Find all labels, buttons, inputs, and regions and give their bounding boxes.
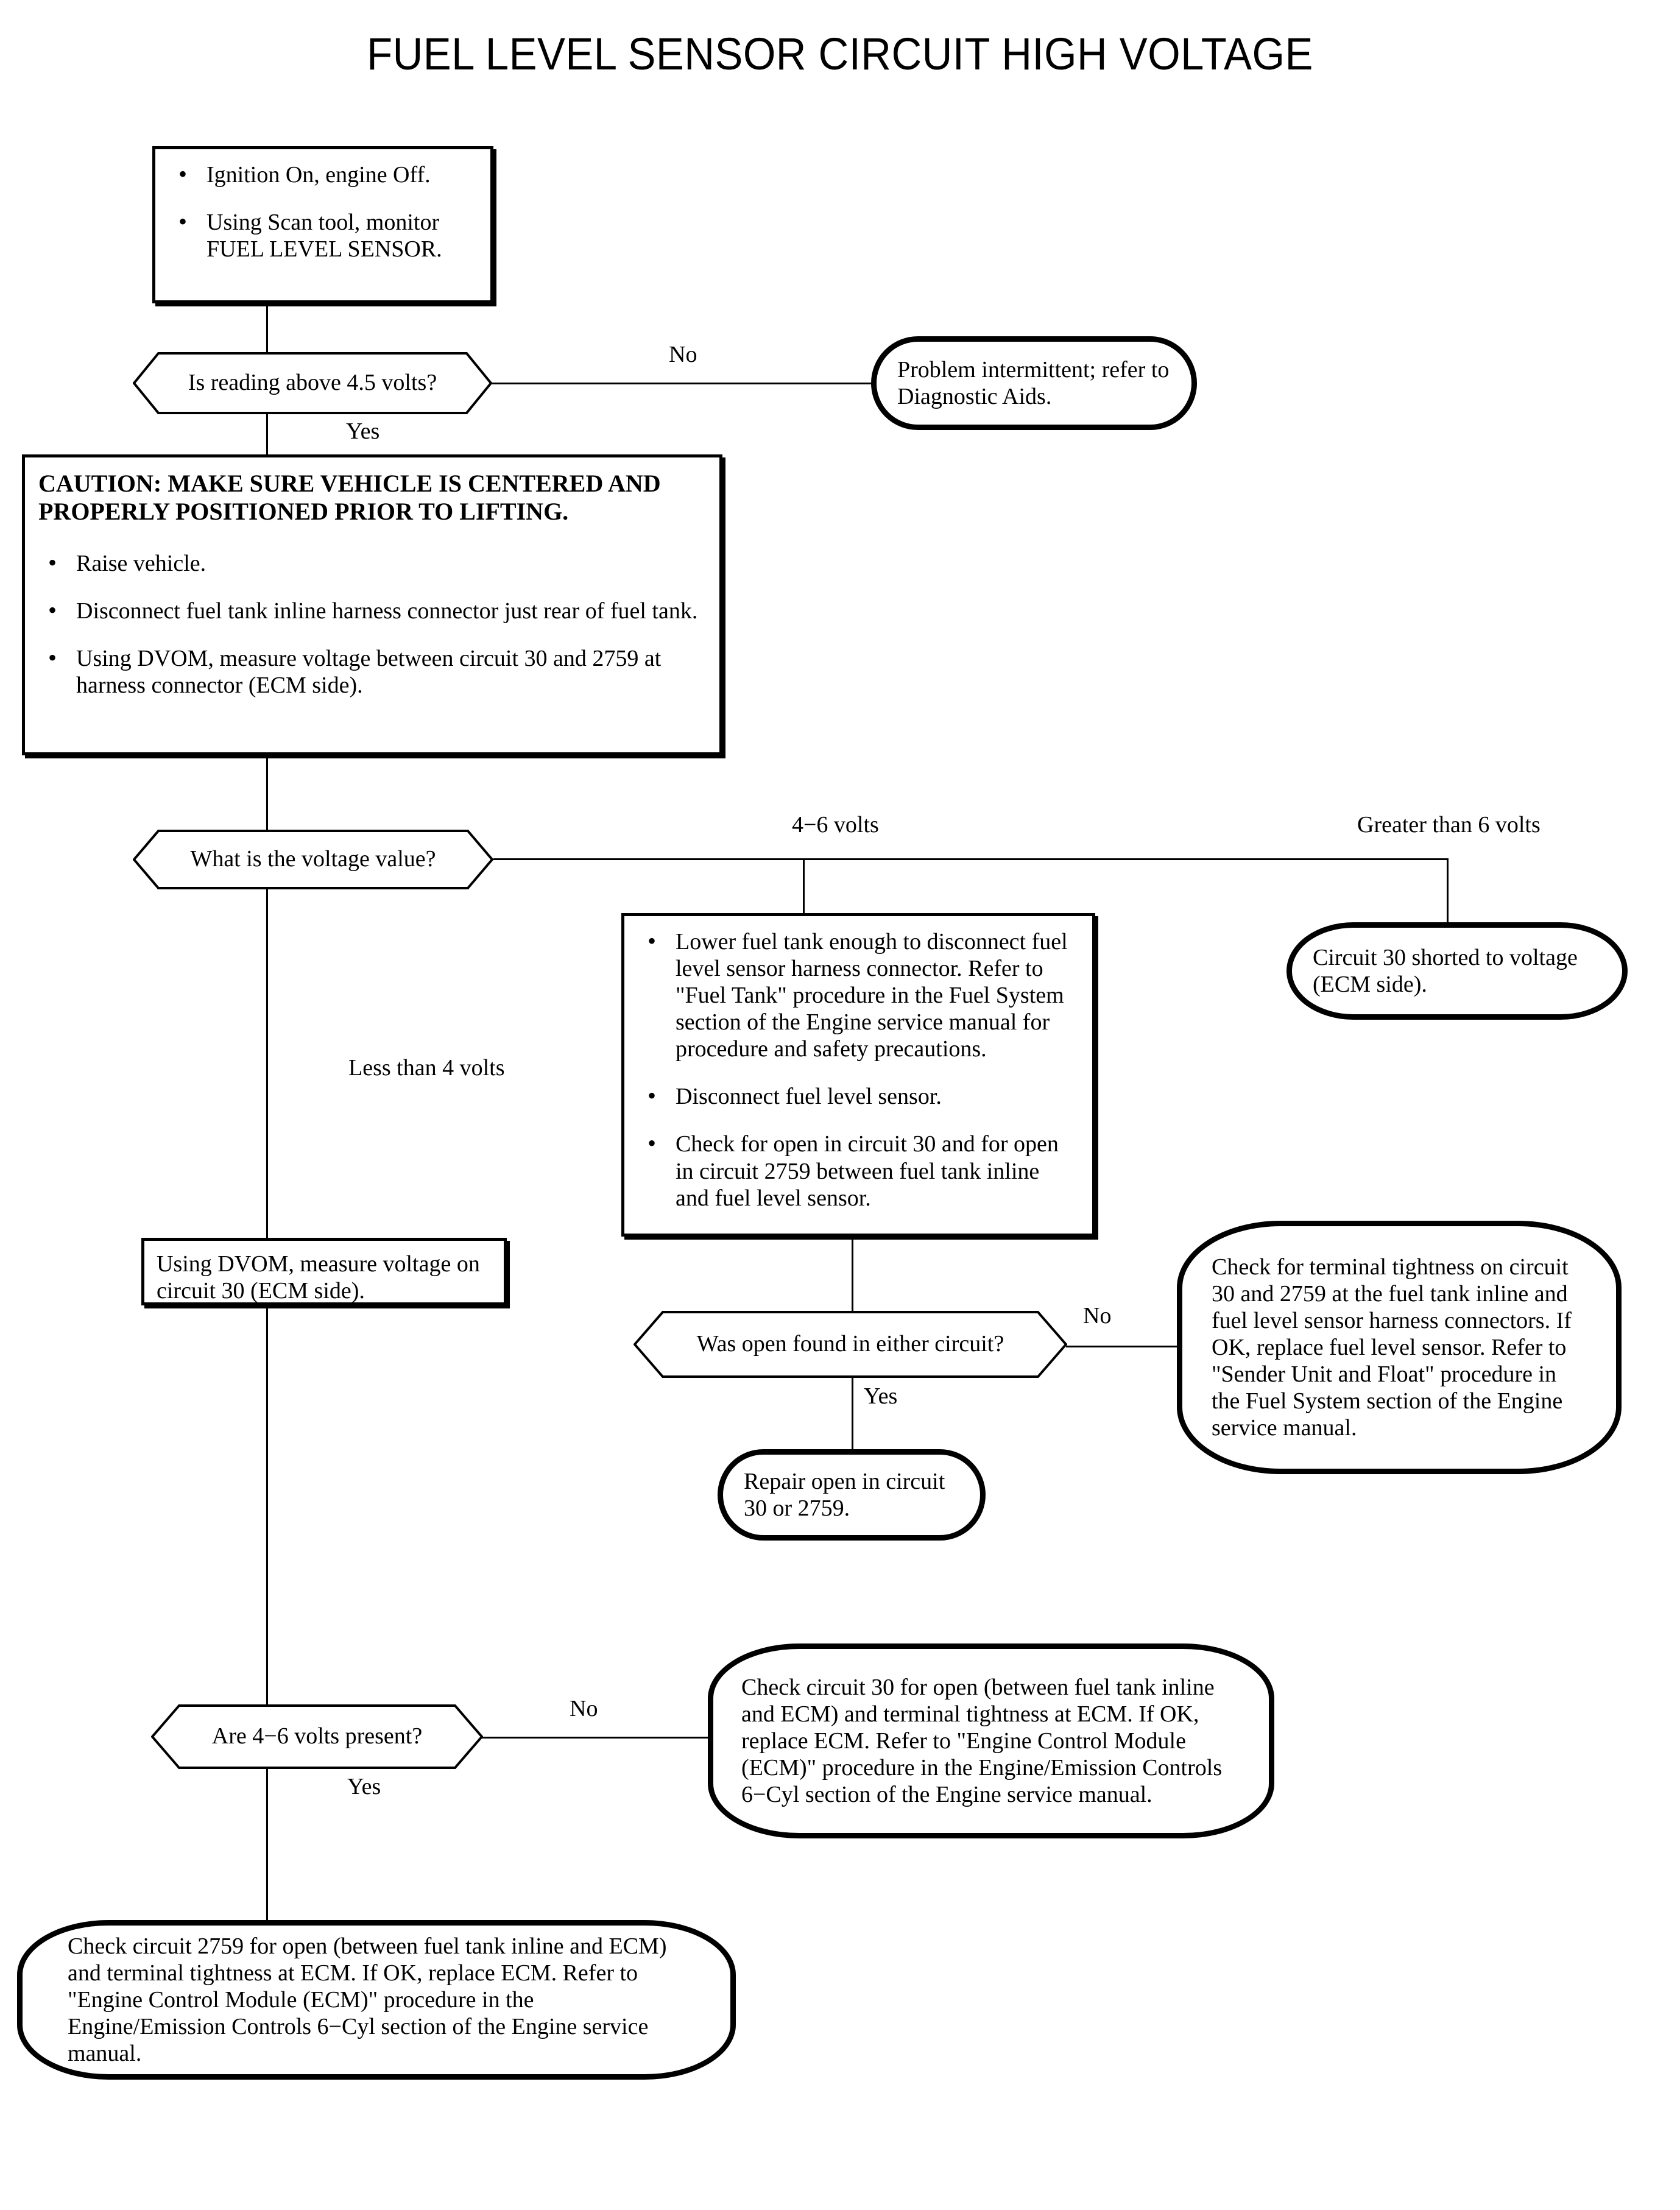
connector-caution-to-voltage xyxy=(266,755,268,830)
hexagon-shape-4-6-present xyxy=(151,1704,483,1769)
connector-voltage-low-drop xyxy=(266,889,268,1238)
decision-4-6-present-label: Are 4−6 volts present? xyxy=(211,1723,423,1749)
edge-label-reading-no: No xyxy=(669,342,697,367)
start-bullet-1: Ignition On, engine Off. xyxy=(169,160,475,188)
connector-openfound-yes xyxy=(852,1378,853,1449)
caution-bullet-3: Using DVOM, measure voltage between circ… xyxy=(38,644,704,699)
connector-present-yes xyxy=(266,1768,268,1921)
edge-label-present-no: No xyxy=(570,1696,598,1721)
node-start-process: Ignition On, engine Off. Using Scan tool… xyxy=(152,146,493,303)
node-decision-voltage: What is the voltage value? xyxy=(133,830,493,889)
edge-label-voltage-mid: 4−6 volts xyxy=(792,812,879,838)
hexagon-shape-open-found xyxy=(634,1311,1067,1378)
terminal-shorted-text: Circuit 30 shorted to voltage (ECM side)… xyxy=(1313,944,1578,997)
terminal-check-c2759-open-text: Check circuit 2759 for open (between fue… xyxy=(68,1933,667,2067)
decision-open-found-label: Was open found in either circuit? xyxy=(696,1331,1004,1357)
connector-openfound-no xyxy=(1066,1346,1179,1347)
connector-start-to-reading xyxy=(266,303,268,352)
node-terminal-check-c2759-open: Check circuit 2759 for open (between fue… xyxy=(17,1920,736,2080)
hexagon-shape-reading xyxy=(133,352,492,414)
edge-label-open-found-no: No xyxy=(1083,1303,1112,1329)
node-caution-process: CAUTION: MAKE SURE VEHICLE IS CENTERED A… xyxy=(22,454,722,755)
start-bullet-2: Using Scan tool, monitor FUEL LEVEL SENS… xyxy=(169,208,475,263)
edge-label-voltage-low: Less than 4 volts xyxy=(348,1055,505,1081)
connector-voltage-trunk xyxy=(493,858,1449,860)
edge-label-reading-yes: Yes xyxy=(346,418,380,444)
lowertank-bullet-2: Disconnect fuel level sensor. xyxy=(638,1082,1076,1110)
node-terminal-shorted: Circuit 30 shorted to voltage (ECM side)… xyxy=(1286,922,1628,1020)
connector-dvom-to-present xyxy=(266,1305,268,1707)
dvom-c30-text: Using DVOM, measure voltage on circuit 3… xyxy=(157,1251,480,1304)
node-decision-reading: Is reading above 4.5 volts? xyxy=(133,352,492,414)
terminal-check-tightness-text: Check for terminal tightness on circuit … xyxy=(1212,1254,1572,1441)
node-lower-tank-process: Lower fuel tank enough to disconnect fue… xyxy=(621,913,1095,1237)
connector-lowertank-to-openfound xyxy=(852,1237,853,1311)
edge-label-open-found-yes: Yes xyxy=(864,1383,898,1409)
node-decision-4-6-present: Are 4−6 volts present? xyxy=(151,1704,483,1769)
edge-label-present-yes: Yes xyxy=(347,1774,381,1799)
node-terminal-check-tightness: Check for terminal tightness on circuit … xyxy=(1177,1221,1622,1474)
node-dvom-c30-process: Using DVOM, measure voltage on circuit 3… xyxy=(141,1238,507,1305)
edge-label-voltage-high: Greater than 6 volts xyxy=(1357,812,1541,838)
decision-voltage-label: What is the voltage value? xyxy=(190,846,436,872)
connector-reading-no xyxy=(492,383,873,384)
terminal-repair-open-text: Repair open in circuit 30 or 2759. xyxy=(744,1468,945,1521)
connector-reading-yes xyxy=(266,414,268,454)
lowertank-bullet-3: Check for open in circuit 30 and for ope… xyxy=(638,1129,1076,1211)
caution-bullet-2: Disconnect fuel tank inline harness conn… xyxy=(38,596,704,624)
connector-voltage-high-drop xyxy=(1447,858,1449,922)
terminal-intermittent-text: Problem intermittent; refer to Diagnosti… xyxy=(897,356,1170,409)
decision-reading-label: Is reading above 4.5 volts? xyxy=(188,370,437,396)
node-terminal-check-c30-open: Check circuit 30 for open (between fuel … xyxy=(708,1643,1274,1838)
node-decision-open-found: Was open found in either circuit? xyxy=(634,1311,1067,1378)
hexagon-shape-voltage xyxy=(133,830,493,889)
node-terminal-repair-open: Repair open in circuit 30 or 2759. xyxy=(718,1449,986,1541)
caution-bullet-1: Raise vehicle. xyxy=(38,549,704,577)
connector-present-no xyxy=(481,1737,710,1739)
caution-heading: CAUTION: MAKE SURE VEHICLE IS CENTERED A… xyxy=(38,470,661,525)
connector-voltage-mid-drop xyxy=(803,858,805,913)
page-title: FUEL LEVEL SENSOR CIRCUIT HIGH VOLTAGE xyxy=(367,29,1313,79)
node-terminal-intermittent: Problem intermittent; refer to Diagnosti… xyxy=(871,336,1197,430)
lowertank-bullet-1: Lower fuel tank enough to disconnect fue… xyxy=(638,927,1076,1062)
terminal-check-c30-open-text: Check circuit 30 for open (between fuel … xyxy=(741,1674,1223,1808)
